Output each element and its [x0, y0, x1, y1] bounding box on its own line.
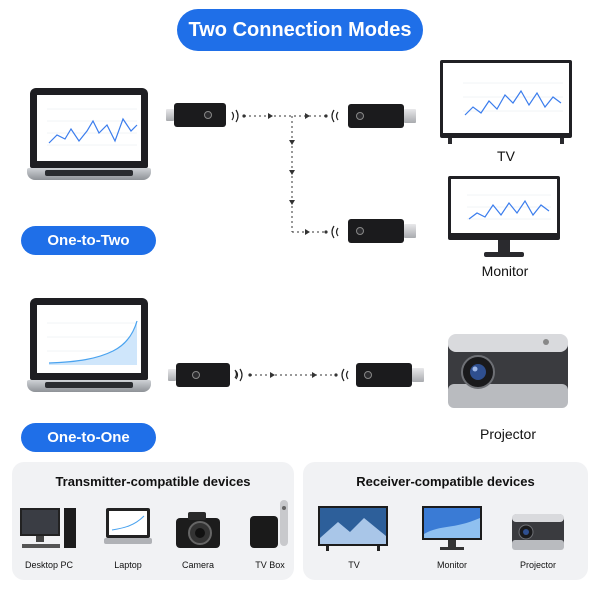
receiver-item-tv: TV: [348, 560, 360, 570]
receiver-item-projector: Projector: [519, 560, 556, 570]
connection-diagram-top: [231, 109, 339, 379]
tv-icon: [440, 60, 572, 144]
laptop-small-icon: [104, 508, 152, 544]
tv-label: TV: [497, 148, 515, 164]
monitor-icon: [448, 176, 560, 260]
monitor-small-icon: [422, 506, 482, 550]
monitor-label: Monitor: [481, 263, 529, 279]
projector-icon: [448, 334, 568, 408]
mode-one-to-two: One-to-Two: [21, 226, 156, 255]
dongle-receiver-icon: [348, 219, 418, 243]
projector-label: Projector: [479, 426, 537, 442]
laptop-icon: [27, 88, 151, 192]
transmitter-item-desktop-pc: Desktop PC: [24, 560, 74, 570]
dongle-receiver-icon: [348, 104, 418, 128]
area-chart-graphic: [47, 320, 138, 365]
line-chart-graphic: [47, 108, 138, 146]
desktop-pc-icon: [20, 508, 76, 548]
tv-box-icon: [250, 500, 288, 548]
projector-small-icon: [512, 514, 564, 550]
tv-small-icon: [318, 506, 388, 551]
dongle-transmitter-icon: [166, 103, 228, 127]
mode-one-to-one: One-to-One: [21, 423, 156, 452]
transmitter-item-laptop: Laptop: [114, 560, 142, 570]
transmitter-item-camera: Camera: [181, 560, 214, 570]
dongle-receiver-icon: [356, 363, 426, 387]
dongle-transmitter-icon: [168, 363, 232, 387]
page-title: Two Connection Modes: [177, 9, 423, 51]
receiver-item-monitor: Monitor: [436, 560, 467, 570]
receiver-panel-title: Receiver-compatible devices: [356, 474, 535, 489]
laptop-icon: [27, 298, 151, 406]
wireless-signal-icon: [231, 109, 339, 239]
transmitter-item-tv-box: TV Box: [255, 560, 285, 570]
camera-icon: [176, 512, 220, 548]
transmitter-panel-title: Transmitter-compatible devices: [55, 474, 251, 489]
